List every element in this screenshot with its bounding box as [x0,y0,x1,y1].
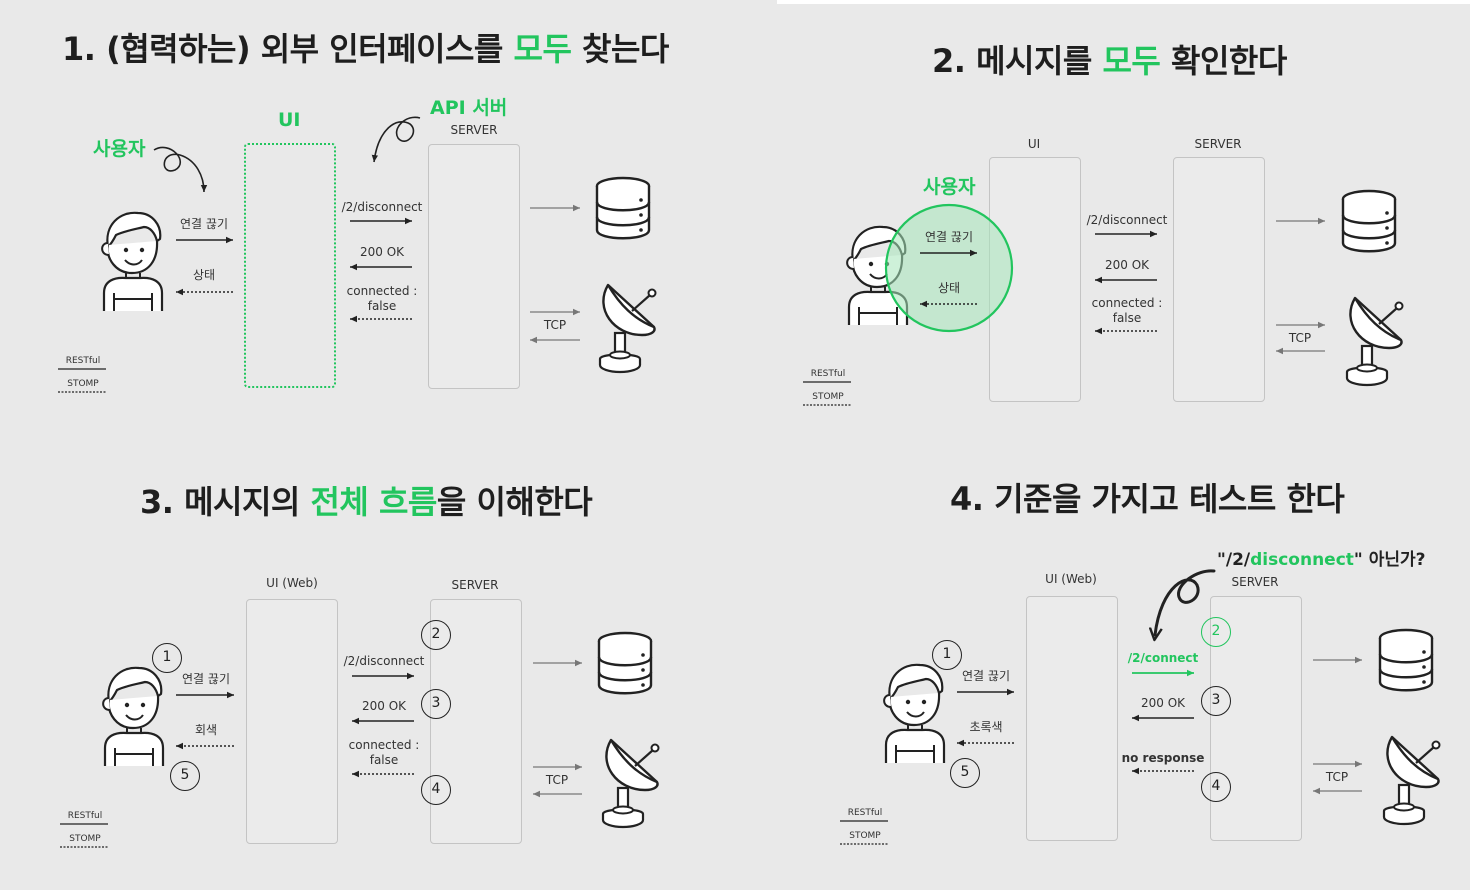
diagram-graphics [60,631,660,848]
event-label-line1: connected : [348,738,420,752]
diagram-graphics [58,116,657,393]
person-icon [101,211,164,313]
server-label: SERVER [1231,575,1279,589]
request-label: /2/connect [1127,651,1199,665]
response-label: 200 OK [361,699,407,713]
panel-title: 2. 메시지를 모두 확인한다 [932,42,1287,80]
ui-label: UI (Web) [266,576,318,590]
panel-title: 1. (협력하는) 외부 인터페이스를 모두 찾는다 [62,30,669,68]
request-label: /2/disconnect [341,200,423,214]
person-icon [883,663,946,765]
ui-lifeline [1026,596,1118,841]
server-lifeline [428,144,520,389]
ui-label: UI [1027,137,1041,151]
legend-restful: RESTful [847,808,883,818]
database-icon [1378,628,1434,692]
server-label: SERVER [451,578,499,592]
focus-highlight-circle [884,203,1014,333]
legend-restful: RESTful [810,369,846,379]
status-label: 상태 [192,268,216,282]
event-label-line2: false [1112,311,1142,325]
tcp-label: TCP [543,318,567,332]
satellite-dish-icon [601,738,660,829]
legend-restful: RESTful [67,811,103,821]
user-label: 사용자 [923,176,976,198]
panel-3: 3. 메시지의 전체 흐름을 이해한다 UI (Web) SERVER 연결 끊… [0,445,777,890]
request-label: /2/disconnect [343,654,425,668]
step-3: 3 [1201,686,1231,716]
api-server-label: API 서버 [430,97,508,119]
status-label: 상태 [937,281,961,295]
user-label: 사용자 [93,138,146,160]
disconnect-label: 연결 끊기 [925,230,973,244]
satellite-dish-icon [1382,735,1441,826]
ui-lifeline [244,143,336,388]
step-5: 5 [170,761,200,791]
step-4: 4 [421,775,451,805]
step-1: 1 [932,640,962,670]
server-label: SERVER [1194,137,1242,151]
request-label: /2/disconnect [1086,213,1168,227]
database-icon [595,176,651,240]
ui-label: UI [278,109,301,131]
event-label-line1: connected : [346,284,418,298]
response-label: 200 OK [1140,696,1186,710]
database-icon [597,631,653,695]
event-label-line1: connected : [1091,296,1163,310]
response-label: 200 OK [359,245,405,259]
event-label-line1: no response [1121,751,1205,765]
diagram-graphics [803,189,1404,406]
status-label: 초록색 [969,720,1003,734]
event-label-line2: false [369,753,399,767]
legend-stomp: STOMP [67,379,99,389]
satellite-dish-icon [598,283,657,374]
ui-label: UI (Web) [1045,572,1097,586]
question-annotation: "/2/disconnect" 아닌가? [1217,550,1426,570]
step-3: 3 [421,689,451,719]
step-2: 2 [1201,617,1231,647]
ui-lifeline [246,599,338,844]
step-1: 1 [152,643,182,673]
tcp-label: TCP [1325,770,1349,784]
step-4: 4 [1201,772,1231,802]
panel-4: 4. 기준을 가지고 테스트 한다 "/2/disconnect" 아닌가? U… [777,445,1470,890]
response-label: 200 OK [1104,258,1150,272]
curly-arrow-icon [1155,569,1216,635]
server-lifeline [1173,157,1265,402]
disconnect-label: 연결 끊기 [962,669,1010,683]
legend-stomp: STOMP [69,834,101,844]
event-label-line2: false [367,299,397,313]
tcp-label: TCP [1288,331,1312,345]
person-icon [102,666,165,768]
database-icon [1341,189,1397,253]
disconnect-label: 연결 끊기 [180,217,228,231]
panel-title: 4. 기준을 가지고 테스트 한다 [950,480,1345,518]
status-label: 회색 [194,723,218,737]
user-curly-arrow-icon [153,146,208,193]
panel-2: 2. 메시지를 모두 확인한다 UI SERVER 사용자 연결 끊기 상태 /… [777,4,1470,445]
legend-stomp: STOMP [849,831,881,841]
legend-stomp: STOMP [812,392,844,402]
step-5: 5 [950,758,980,788]
api-curly-arrow-icon [371,116,421,163]
panel-title: 3. 메시지의 전체 흐름을 이해한다 [140,483,593,521]
legend-restful: RESTful [65,356,101,366]
diagram-graphics [840,569,1441,845]
satellite-dish-icon [1345,296,1404,387]
panel-1: 1. (협력하는) 외부 인터페이스를 모두 찾는다 사용자 UI API 서버… [0,0,777,445]
server-label: SERVER [450,123,498,137]
step-2: 2 [421,620,451,650]
disconnect-label: 연결 끊기 [182,672,230,686]
tcp-label: TCP [545,773,569,787]
